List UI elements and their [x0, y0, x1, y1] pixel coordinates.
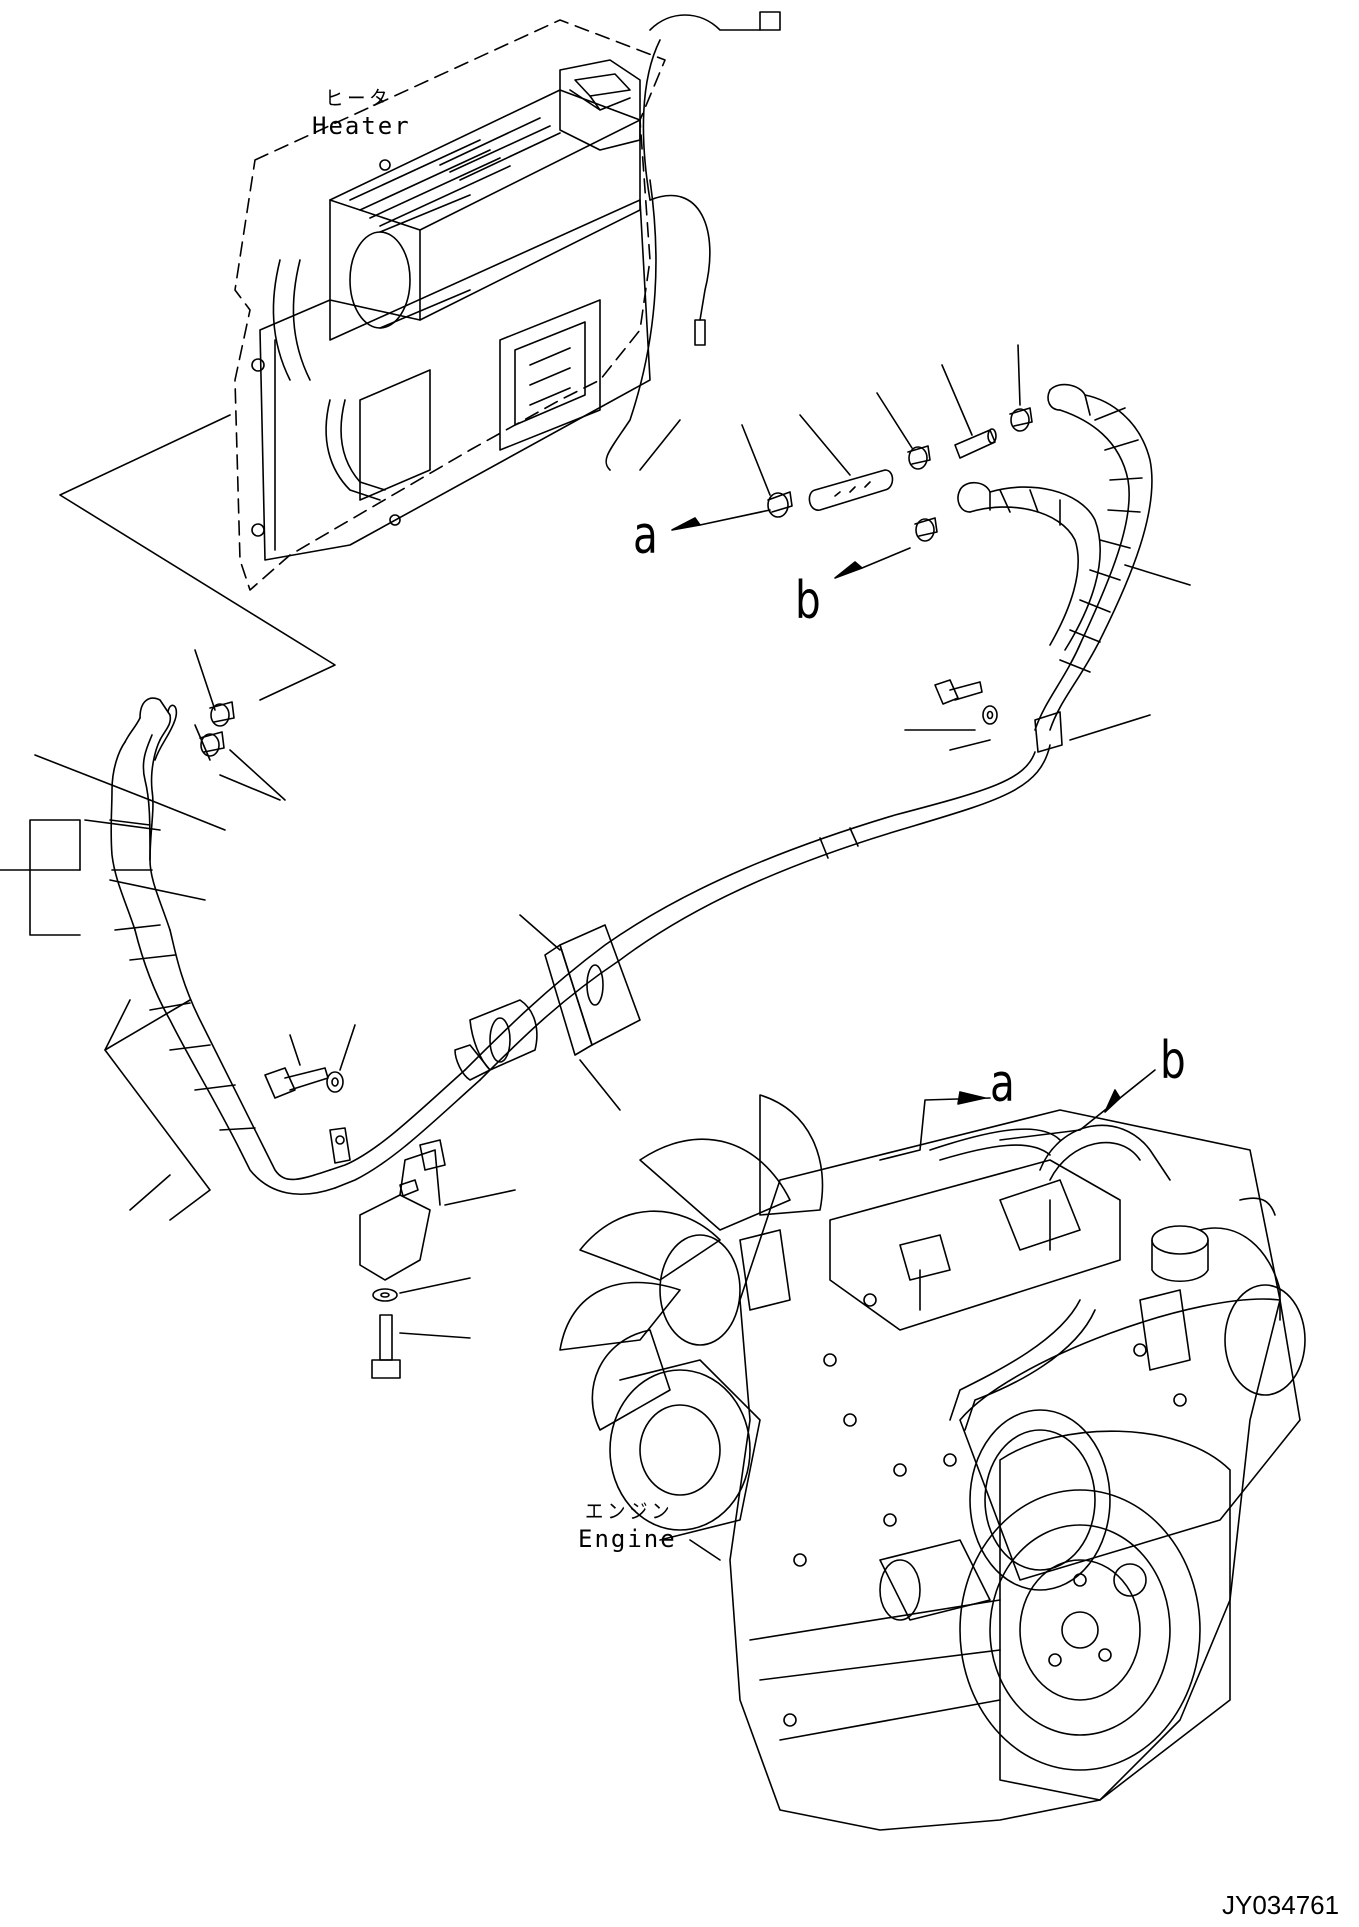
arrow-b-icon: [999, 1069, 1156, 1141]
left-leaders: [0, 724, 281, 1221]
clamp-icon: [907, 445, 931, 470]
leader-line: [194, 649, 216, 711]
washer-icon: [982, 705, 998, 725]
callout-a-upper: a: [633, 506, 658, 566]
heater-label-en: Heater: [312, 112, 411, 140]
clamp-icon: [209, 701, 235, 727]
engine-assembly: [559, 1094, 1306, 1831]
leader-line: [941, 364, 973, 436]
leader-line: [689, 1539, 721, 1561]
upper-hose-parts: [671, 344, 1033, 579]
bracket-icon: [359, 1139, 446, 1281]
bolt-icon: [371, 1314, 401, 1379]
clamp-icon: [914, 517, 938, 542]
callout-b-lower: b: [1160, 1031, 1186, 1091]
heater-label-jp: ヒータ: [325, 86, 392, 110]
leader-line: [1017, 344, 1021, 406]
hose-assembly: [84, 383, 1153, 1195]
callout-a-lower: a: [990, 1054, 1015, 1114]
engine-label-en: Engine: [578, 1525, 677, 1553]
short-hose-icon: [808, 469, 894, 511]
leader-line: [741, 424, 771, 496]
arrow-a-icon: [879, 1091, 991, 1161]
leader-line: [876, 392, 913, 449]
leader-line: [1124, 564, 1191, 586]
heater-leader: [59, 414, 336, 701]
clamp-icon: [199, 731, 225, 757]
clamp-icon: [1009, 407, 1033, 432]
washer-icon: [326, 1071, 344, 1093]
leader-line: [444, 1189, 516, 1206]
leader-line: [289, 1034, 301, 1066]
clamp-icon: [767, 491, 793, 518]
callout-b-upper: b: [795, 571, 821, 631]
leader-line: [339, 1024, 356, 1071]
arrow-b-icon: [834, 547, 911, 579]
leader-line: [949, 739, 991, 751]
pipe-icon: [954, 428, 997, 459]
leader-line: [229, 749, 286, 801]
engine-label-jp: エンジン: [585, 1499, 674, 1523]
leader-line: [579, 1059, 621, 1111]
leader-line: [1069, 714, 1151, 741]
washer-icon: [372, 1288, 398, 1302]
leader-line: [399, 1277, 471, 1294]
bolt-icon: [934, 679, 983, 705]
arrow-a-icon: [671, 509, 771, 531]
leader-line: [399, 1332, 471, 1339]
bolt-icon: [264, 1067, 329, 1099]
leader-line: [519, 914, 561, 951]
heater-unit: [234, 11, 781, 591]
leader-line: [799, 414, 851, 476]
drawing-code: JY034761: [1222, 1890, 1340, 1920]
